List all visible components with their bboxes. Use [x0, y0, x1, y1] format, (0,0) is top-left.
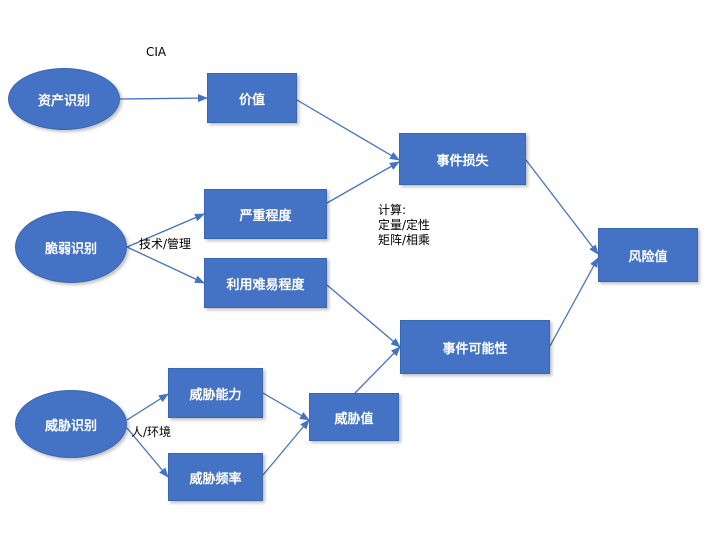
label-calculation-line2: 矩阵/相乘	[378, 233, 431, 247]
node-threat-identification-label: 威胁识别	[44, 418, 97, 434]
edge-frequency-threatvalue	[262, 419, 310, 476]
label-human-environment: 人/环境	[131, 425, 172, 439]
node-vulnerability-identification-label: 脆弱识别	[44, 241, 97, 257]
node-threat-frequency: 威胁频率	[168, 453, 263, 501]
node-severity-label: 严重程度	[239, 208, 292, 224]
node-severity: 严重程度	[204, 189, 327, 239]
node-threat-capability: 威胁能力	[168, 368, 263, 418]
edge-vuln-severity	[126, 213, 205, 248]
node-threat-identification: 威胁识别	[15, 390, 127, 458]
node-vulnerability-identification: 脆弱识别	[15, 211, 127, 283]
node-threat-capability-label: 威胁能力	[189, 387, 242, 403]
node-event-loss-label: 事件损失	[436, 153, 489, 169]
edge-exploit-likelihood	[326, 284, 401, 348]
label-tech-management: 技术/管理	[139, 237, 192, 251]
node-threat-value-label: 威胁值	[334, 411, 374, 427]
edge-severity-loss	[326, 161, 400, 204]
edge-threat-capability	[126, 393, 169, 421]
edge-vuln-exploit	[126, 246, 205, 284]
node-value: 价值	[207, 73, 297, 123]
node-threat-frequency-label: 威胁频率	[189, 471, 242, 487]
edge-likelihood-risk	[549, 257, 599, 347]
edge-capability-threatvalue	[262, 392, 310, 421]
edge-asset-value	[119, 94, 208, 103]
node-event-likelihood-label: 事件可能性	[442, 341, 508, 357]
node-threat-value: 威胁值	[309, 393, 399, 441]
label-calculation-line1: 定量/定性	[378, 218, 431, 232]
node-risk-value: 风险值	[598, 228, 698, 282]
node-asset-identification: 资产识别	[8, 68, 120, 130]
node-risk-value-label: 风险值	[628, 249, 668, 265]
node-asset-identification-label: 资产识别	[37, 93, 90, 109]
node-exploitability: 利用难易程度	[204, 258, 327, 308]
node-exploitability-label: 利用难易程度	[226, 277, 305, 293]
node-event-likelihood: 事件可能性	[400, 320, 550, 374]
node-value-label: 价值	[238, 92, 265, 108]
label-cia: CIA	[146, 45, 167, 59]
node-event-loss: 事件损失	[399, 133, 526, 185]
edge-loss-risk	[525, 159, 599, 255]
edge-value-loss	[296, 99, 400, 161]
edge-threat-frequency	[126, 427, 169, 478]
edge-threatvalue-likelihood	[354, 346, 401, 394]
label-calculation-title: 计算:	[378, 203, 407, 217]
